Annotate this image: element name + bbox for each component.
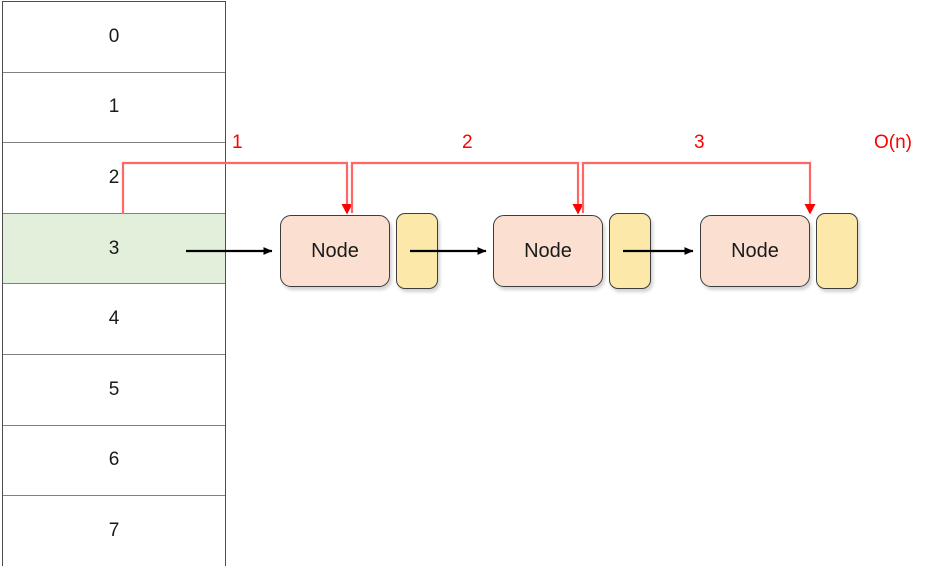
step-label-3: 3 bbox=[694, 132, 705, 153]
array-cell-label: 2 bbox=[108, 166, 120, 188]
array-cell-label: 5 bbox=[108, 378, 120, 400]
index-array-table: 0 1 2 3 4 5 6 7 bbox=[2, 1, 226, 567]
array-cell-0[interactable]: 0 bbox=[3, 2, 225, 73]
array-cell-1[interactable]: 1 bbox=[3, 72, 225, 144]
step-label-1: 1 bbox=[232, 132, 243, 153]
node-label: Node bbox=[311, 239, 359, 262]
array-cell-4[interactable]: 4 bbox=[3, 284, 225, 355]
array-cell-5[interactable]: 5 bbox=[3, 354, 225, 426]
array-cell-2[interactable]: 2 bbox=[3, 143, 225, 214]
array-cell-label: 3 bbox=[108, 237, 120, 259]
node-box: Node bbox=[493, 215, 603, 287]
complexity-label: O(n) bbox=[874, 132, 912, 153]
array-cell-3[interactable]: 3 bbox=[3, 213, 225, 285]
step-arrow-2 bbox=[350, 161, 584, 215]
node-box: Node bbox=[700, 215, 810, 287]
node-label: Node bbox=[524, 239, 572, 262]
node-pointer-cell bbox=[609, 213, 651, 289]
node-pointer-cell bbox=[396, 213, 438, 289]
array-cell-label: 4 bbox=[108, 308, 120, 330]
array-cell-6[interactable]: 6 bbox=[3, 425, 225, 497]
step-arrow-3 bbox=[581, 161, 816, 215]
array-cell-label: 1 bbox=[108, 96, 120, 118]
node-pointer-cell bbox=[816, 213, 858, 289]
array-cell-label: 7 bbox=[108, 520, 120, 542]
array-cell-label: 6 bbox=[108, 449, 120, 471]
node-label: Node bbox=[731, 239, 779, 262]
array-cell-label: 0 bbox=[108, 25, 120, 47]
node-box: Node bbox=[280, 215, 390, 287]
step-label-2: 2 bbox=[462, 132, 473, 153]
array-cell-7[interactable]: 7 bbox=[3, 496, 225, 567]
